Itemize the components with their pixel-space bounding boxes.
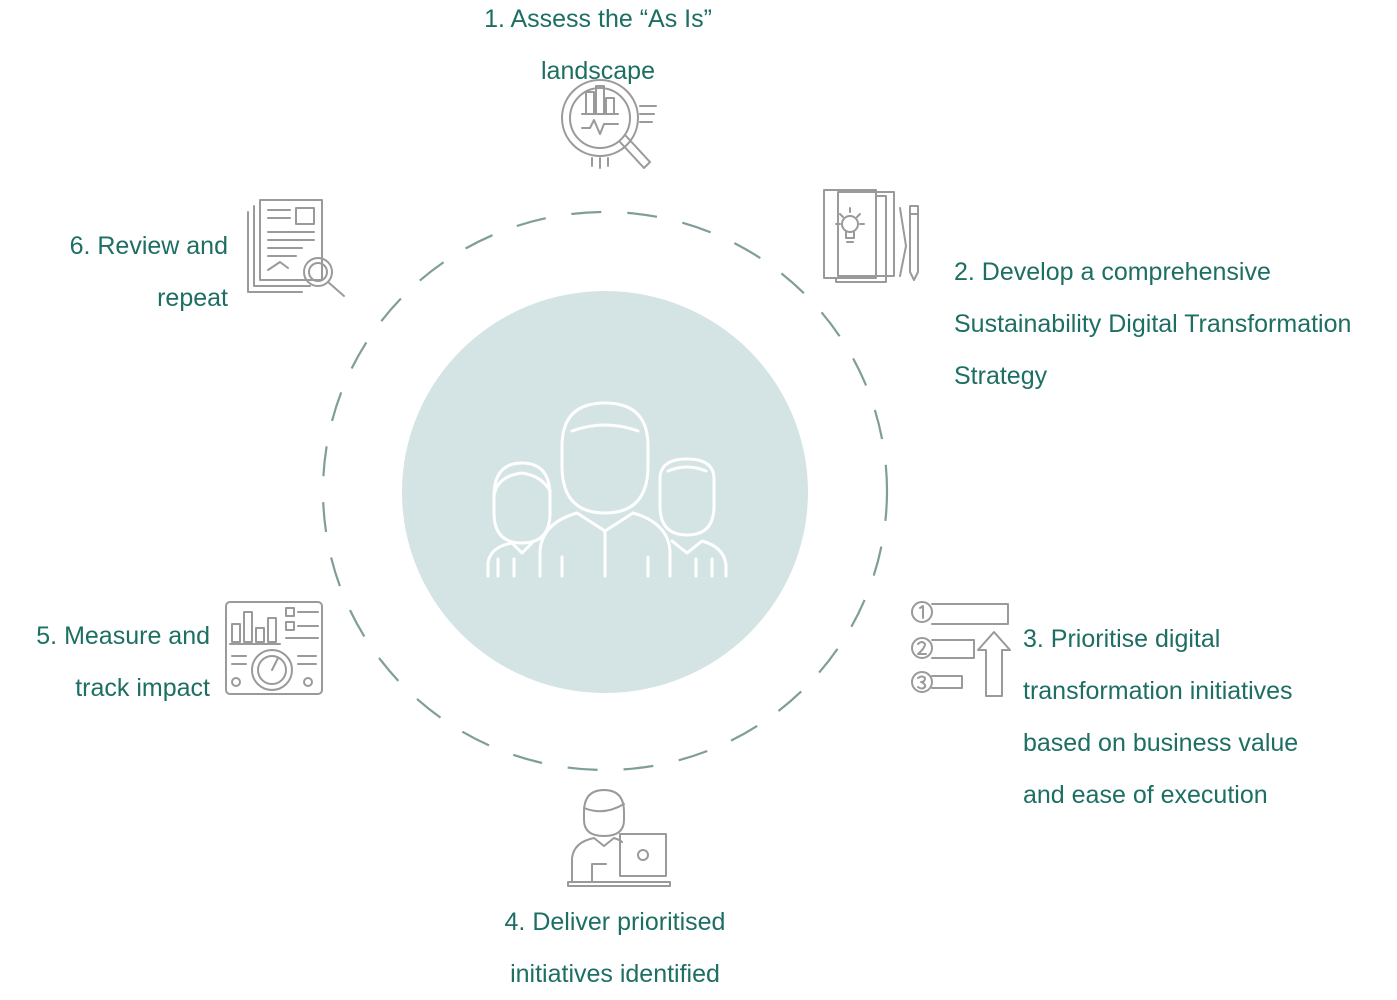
step-4-line-2: initiatives identified (510, 960, 720, 988)
step-3-line-1: 3. Prioritise digital (1023, 625, 1221, 653)
step-1-line-2: landscape (541, 57, 655, 85)
step-2-line-3: Strategy (954, 362, 1048, 390)
step-3-line-4: and ease of execution (1023, 781, 1268, 809)
team-icon (486, 401, 728, 578)
step-5-line-2: track impact (75, 674, 210, 702)
step-1-line-1: 1. Assess the “As Is” (484, 5, 712, 33)
person-laptop-icon (566, 786, 672, 890)
step-6-label: 6. Review and repeat (0, 220, 228, 324)
magnifier-chart-icon (556, 74, 662, 174)
step-6-line-1: 6. Review and (69, 232, 228, 260)
step-3-line-3: based on business value (1023, 729, 1299, 757)
step-5-label: 5. Measure and track impact (0, 610, 210, 714)
step-2-label: 2. Develop a comprehensive Sustainabilit… (954, 246, 1351, 402)
step-1-label: 1. Assess the “As Is” landscape (400, 0, 796, 97)
step-5-line-1: 5. Measure and (36, 622, 210, 650)
center-hub (402, 291, 808, 693)
documents-lightbulb-icon (820, 186, 926, 286)
step-2-line-1: 2. Develop a comprehensive (954, 258, 1271, 286)
document-review-icon (244, 196, 350, 300)
step-4-label: 4. Deliver prioritised initiatives ident… (420, 896, 810, 1000)
step-2-line-2: Sustainability Digital Transformation (954, 310, 1352, 338)
step-3-line-2: transformation initiatives (1023, 677, 1293, 705)
ranked-list-icon (908, 598, 1012, 698)
step-6-line-2: repeat (157, 284, 228, 312)
step-4-line-1: 4. Deliver prioritised (504, 908, 726, 936)
dashed-cycle-ring (321, 210, 889, 772)
step-3-label: 3. Prioritise digital transformation ini… (1023, 613, 1298, 821)
dashboard-gauge-icon (222, 598, 326, 698)
